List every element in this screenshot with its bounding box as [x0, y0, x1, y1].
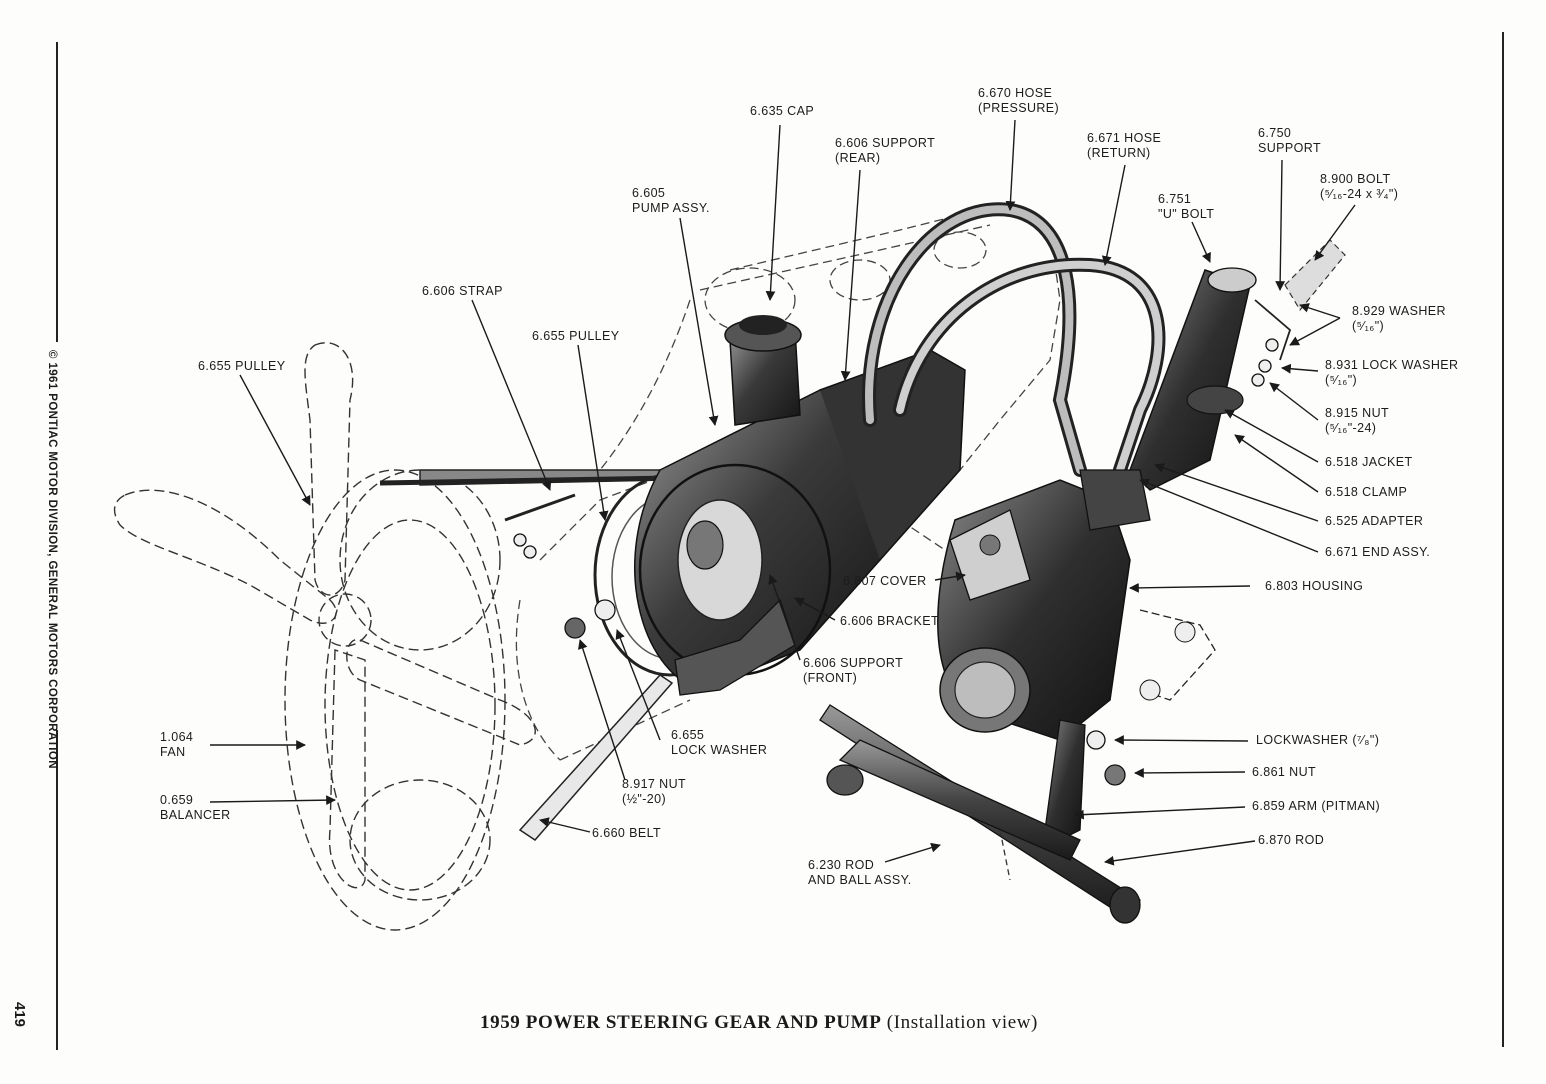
- label-lock-washer-8931: 8.931 LOCK WASHER(⁵⁄₁₆"): [1325, 358, 1459, 387]
- hardware: [513, 338, 1279, 786]
- label-lockwasher-7-8: LOCKWASHER (⁷⁄₈"): [1256, 733, 1380, 747]
- left-margin-rule-bottom: [56, 730, 58, 1050]
- pitman-arm: [1044, 719, 1086, 841]
- gear-housing: [937, 469, 1216, 741]
- caption-main: 1959 POWER STEERING GEAR AND PUMP: [480, 1012, 882, 1033]
- strap: [379, 475, 671, 486]
- label-bracket: 6.606 BRACKET: [840, 614, 939, 628]
- figure-caption: 1959 POWER STEERING GEAR AND PUMP (Insta…: [480, 1012, 1100, 1034]
- hoses: [862, 202, 1166, 477]
- label-cover: 6.807 COVER: [843, 574, 927, 588]
- label-jacket: 6.518 JACKET: [1325, 455, 1413, 469]
- balancer: [284, 469, 506, 931]
- label-end-assy: 6.671 END ASSY.: [1325, 545, 1431, 559]
- label-support-rear: 6.606 SUPPORT(REAR): [835, 136, 936, 165]
- left-margin-rule-top: [56, 42, 58, 342]
- label-arm-pitman: 6.859 ARM (PITMAN): [1252, 799, 1381, 813]
- label-nut-8917: 8.917 NUT(½"-20): [622, 777, 687, 806]
- right-margin-rule: [1502, 32, 1504, 1047]
- label-washer: 8.929 WASHER(⁵⁄₁₆"): [1352, 304, 1446, 333]
- label-hose-return: 6.671 HOSE(RETURN): [1087, 131, 1162, 160]
- label-clamp: 6.518 CLAMP: [1325, 485, 1408, 499]
- pump-assembly: [634, 315, 966, 696]
- label-adapter: 6.525 ADAPTER: [1325, 514, 1424, 528]
- label-pulley-pump: 6.655 PULLEY: [532, 329, 620, 343]
- label-u-bolt: 6.751"U" BOLT: [1158, 192, 1215, 221]
- label-belt: 6.660 BELT: [592, 826, 662, 840]
- label-rod-6870: 6.870 ROD: [1258, 833, 1325, 847]
- label-support-front: 6.606 SUPPORT(FRONT): [803, 656, 904, 685]
- label-nut-8915: 8.915 NUT(⁵⁄₁₆"-24): [1325, 406, 1390, 435]
- label-strap: 6.606 STRAP: [422, 284, 503, 298]
- label-housing: 6.803 HOUSING: [1265, 579, 1364, 593]
- fan: [113, 342, 536, 889]
- label-bolt: 8.900 BOLT(⁵⁄₁₆-24 x ³⁄₄"): [1320, 172, 1399, 201]
- label-nut-6861: 6.861 NUT: [1252, 765, 1317, 779]
- label-hose-pressure: 6.670 HOSE(PRESSURE): [978, 86, 1060, 115]
- caption-sub: (Installation view): [886, 1012, 1038, 1033]
- label-cap: 6.635 CAP: [750, 104, 815, 118]
- rods: [819, 704, 1141, 924]
- leader-lines: [209, 119, 1356, 866]
- label-pulley-fan: 6.655 PULLEY: [198, 359, 286, 373]
- steering-jacket: [1129, 239, 1346, 491]
